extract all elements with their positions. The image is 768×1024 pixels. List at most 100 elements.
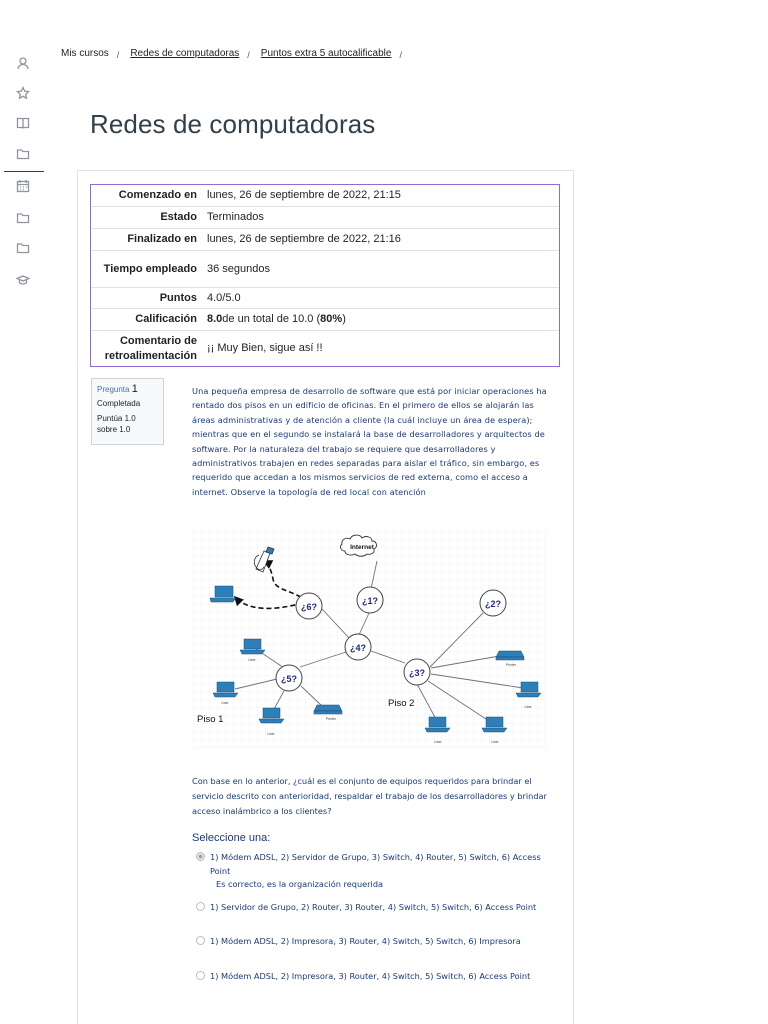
summary-value: lunes, 26 de septiembre de 2022, 21:15 [207,189,401,201]
question-number: 1 [131,383,138,395]
device-label: User [434,740,442,744]
network-node-label: ¿6? [301,602,317,612]
breadcrumb-separator: / [399,50,402,60]
question-prompt: Con base en lo anterior, ¿cuál es el con… [192,776,547,816]
attempt-summary-table: Comenzado en lunes, 26 de septiembre de … [90,184,560,367]
answer-option[interactable]: 1) Módem ADSL, 2) Servidor de Grupo, 3) … [196,850,550,879]
network-links [234,560,524,722]
network-node-2 [479,589,507,617]
answer-option[interactable]: 1) Módem ADSL, 2) Impresora, 3) Router, … [196,969,550,983]
graduation-cap-icon[interactable] [0,268,46,292]
summary-label: Calificación [135,313,197,325]
grade-percent: 80% [320,313,343,325]
device-label: User [491,740,499,744]
star-icon[interactable] [0,81,46,105]
summary-label: Comentario de retroalimentación [104,334,197,362]
network-node-1 [356,586,384,614]
network-node-6 [295,592,323,620]
summary-row: Estado Terminados [91,207,559,229]
summary-value: lunes, 26 de septiembre de 2022, 21:16 [207,233,401,245]
answer-option[interactable]: 1) Módem ADSL, 2) Impresora, 3) Router, … [196,934,550,948]
grade-rest: de un total de 10.0 ( [222,313,321,325]
device-label: User [267,732,275,736]
breadcrumb-my-courses[interactable]: Mis cursos [61,48,109,59]
summary-label: Comenzado en [118,189,197,201]
rail-divider [4,171,44,172]
answer-feedback: Es correcto, es la organización requerid… [216,879,384,889]
summary-row: Tiempo empleado 36 segundos [91,251,559,288]
folder-icon[interactable] [0,206,46,230]
summary-row: Calificación 8.0 de un total de 10.0 (80… [91,309,559,331]
question-info-box: Pregunta 1 Completada Puntúa 1.0 sobre 1… [91,378,164,445]
answer-text: 1) Módem ADSL, 2) Servidor de Grupo, 3) … [210,852,541,877]
breadcrumb-quiz[interactable]: Puntos extra 5 autocalificable [260,48,392,59]
laptop-icon [212,681,239,698]
network-node-label: ¿5? [281,674,297,684]
question-state: Completada [97,399,141,408]
breadcrumb-separator: / [116,50,120,60]
network-node-label: ¿2? [485,599,501,609]
grade-value: 8.0 [207,313,223,325]
wireless-link [262,560,302,598]
cloud-label: Internet [350,544,375,551]
question-score-line2: sobre 1.0 [97,425,131,434]
laptop-icon [209,585,237,603]
book-icon[interactable] [0,111,46,135]
laptop-icon [481,716,508,733]
question-score: Puntúa 1.0 sobre 1.0 [97,413,158,435]
quiz-review-card [77,170,574,1024]
summary-row: Comenzado en lunes, 26 de septiembre de … [91,185,559,207]
breadcrumb: Mis cursos / Redes de computadoras / Pun… [61,48,413,60]
laptop-icon [258,707,285,724]
answer-text: 1) Módem ADSL, 2) Impresora, 3) Router, … [210,971,531,981]
page-title: Redes de computadoras [90,109,376,139]
question-score-line1: Puntúa 1.0 [97,414,136,423]
network-node-5 [275,664,303,692]
device-label: User [248,658,256,662]
laptop-icon [515,681,542,698]
device-label: Printer [326,717,337,721]
summary-row: Puntos 4.0/5.0 [91,288,559,309]
device-label: Printer [506,663,517,667]
network-node-label: ¿4? [350,643,366,653]
radio-button-checked[interactable] [196,852,205,861]
radio-button[interactable] [196,936,205,945]
summary-label: Puntos [159,291,197,304]
folder-icon[interactable] [0,142,46,166]
network-node-label: ¿3? [409,668,425,678]
floor-2-label: Piso 2 [388,698,414,709]
folder-icon[interactable] [0,236,46,260]
device-label: User [524,705,532,709]
floor-1-label: Piso 1 [197,714,223,725]
calendar-icon[interactable] [0,174,46,198]
radio-button[interactable] [196,971,205,980]
laptop-icon [424,716,451,733]
printer-icon [495,650,525,661]
printer-icon [313,704,343,715]
answer-text: 1) Módem ADSL, 2) Impresora, 3) Router, … [210,936,521,946]
user-icon[interactable] [0,51,46,75]
summary-label: Finalizado en [127,233,197,245]
summary-value: 36 segundos [207,262,270,275]
summary-value: 4.0/5.0 [207,291,241,304]
summary-label: Tiempo empleado [103,262,197,275]
answer-option[interactable]: 1) Servidor de Grupo, 2) Router, 3) Rout… [196,900,550,914]
network-node-3 [403,658,431,686]
summary-value: ¡¡ Muy Bien, sigue así !! [207,342,323,354]
question-text: Una pequeña empresa de desarrollo de sof… [192,386,547,497]
radio-button[interactable] [196,902,205,911]
summary-grade: 8.0 de un total de 10.0 (80%) [201,309,559,330]
summary-row: Comentario de retroalimentación ¡¡ Muy B… [91,331,559,366]
summary-row: Finalizado en lunes, 26 de septiembre de… [91,229,559,251]
breadcrumb-course[interactable]: Redes de computadoras [130,48,240,59]
laptop-icon [239,638,266,655]
breadcrumb-separator: / [247,50,250,60]
access-point-icon [253,546,275,573]
grade-end: ) [342,313,346,325]
network-node-label: ¿1? [362,596,378,606]
network-node-4 [344,633,372,661]
summary-value: Terminados [207,211,264,223]
device-label: User [221,701,229,705]
internet-cloud-icon [340,534,377,557]
wireless-link [233,595,304,610]
